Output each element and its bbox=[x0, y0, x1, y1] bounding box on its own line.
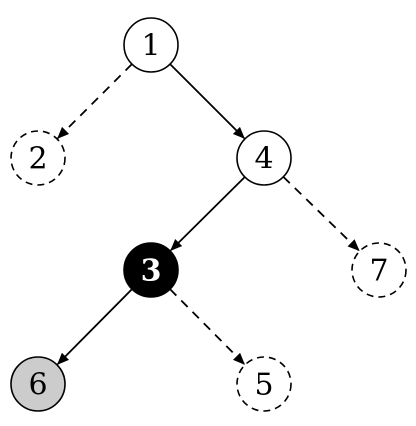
node-3-label: 3 bbox=[141, 254, 162, 289]
nodes: 1 2 4 3 7 6 5 bbox=[10, 17, 407, 412]
edge-3-5 bbox=[169, 288, 245, 365]
node-6: 6 bbox=[10, 356, 66, 412]
node-2: 2 bbox=[10, 130, 66, 186]
edge-1-2 bbox=[57, 63, 133, 139]
node-4-label: 4 bbox=[254, 142, 273, 177]
node-1-label: 1 bbox=[141, 29, 160, 64]
edges bbox=[57, 63, 360, 365]
node-4: 4 bbox=[236, 130, 292, 186]
node-7: 7 bbox=[351, 242, 407, 298]
node-5-circle bbox=[236, 356, 292, 412]
node-3-circle bbox=[123, 242, 179, 298]
node-5: 5 bbox=[236, 356, 292, 412]
node-5-label: 5 bbox=[254, 368, 273, 403]
node-3: 3 bbox=[123, 242, 179, 298]
node-4-circle bbox=[236, 130, 292, 186]
edge-4-3 bbox=[170, 176, 246, 251]
node-7-circle bbox=[351, 242, 407, 298]
edge-4-7 bbox=[282, 176, 360, 252]
node-2-circle bbox=[10, 130, 66, 186]
node-6-circle bbox=[10, 356, 66, 412]
edge-1-4 bbox=[169, 63, 245, 139]
node-2-label: 2 bbox=[28, 142, 47, 177]
edge-3-6 bbox=[57, 288, 133, 365]
node-1: 1 bbox=[123, 17, 179, 73]
node-1-circle bbox=[123, 17, 179, 73]
node-7-label: 7 bbox=[369, 254, 388, 289]
node-6-label: 6 bbox=[28, 368, 47, 403]
